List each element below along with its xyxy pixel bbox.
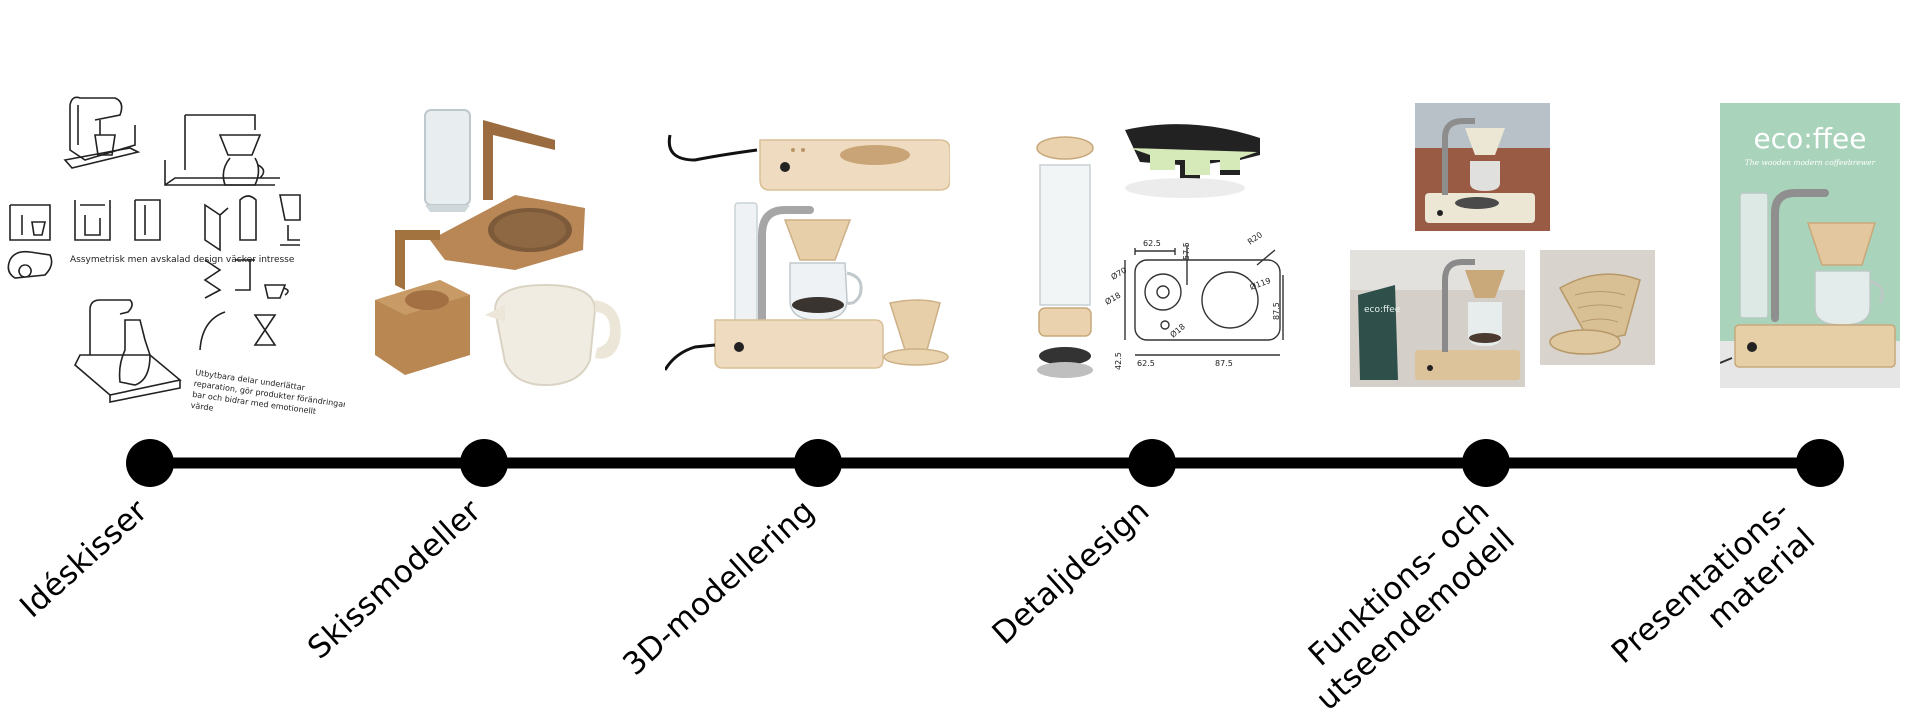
dim-w625a: 62.5 <box>1143 239 1161 248</box>
timeline-diagram: Assymetrisk men avskalad design väcker i… <box>7 96 1900 718</box>
timeline <box>126 439 1844 487</box>
sketch-models-image <box>375 109 621 387</box>
timeline-node-detaljdesign <box>1128 439 1176 487</box>
poster-tagline: The wooden modern coffeebrewer <box>1745 158 1876 167</box>
dim-w625b: 62.5 <box>1137 359 1155 368</box>
technical-drawing <box>1124 245 1284 356</box>
function-model-photo-3 <box>1540 250 1655 365</box>
timeline-node-funktions <box>1462 439 1510 487</box>
3d-modelling-image <box>665 134 950 371</box>
dim-w875b: 87.5 <box>1215 359 1233 368</box>
sketch-note-1: Assymetrisk men avskalad design väcker i… <box>70 255 295 265</box>
sketch-note-2: Utbytbara delar underlättar reparation, … <box>190 368 345 416</box>
svg-text:värde: värde <box>190 401 214 413</box>
dim-w875a: 87.5 <box>1272 302 1281 320</box>
timeline-node-3d-modellering <box>794 439 842 487</box>
poster-brand: eco:ffee <box>1754 122 1867 155</box>
presentation-poster: eco:ffee The wooden modern coffeebrewer <box>1720 103 1900 388</box>
function-model-photo-2: eco:ffee <box>1350 250 1525 387</box>
function-model-photo-1 <box>1415 103 1550 231</box>
detail-design-image: 62.5 57.5 R20 Ø70 Ø119 Ø18 Ø18 87.5 42.5… <box>1036 124 1284 378</box>
dim-h425: 42.5 <box>1114 352 1123 370</box>
function-model-booklet-brand: eco:ffee <box>1364 305 1401 315</box>
timeline-node-ideskisser <box>126 439 174 487</box>
timeline-node-presentation <box>1796 439 1844 487</box>
timeline-node-skissmodeller <box>460 439 508 487</box>
idea-sketches-image: Assymetrisk men avskalad design väcker i… <box>7 96 345 416</box>
dim-w575: 57.5 <box>1182 242 1191 260</box>
